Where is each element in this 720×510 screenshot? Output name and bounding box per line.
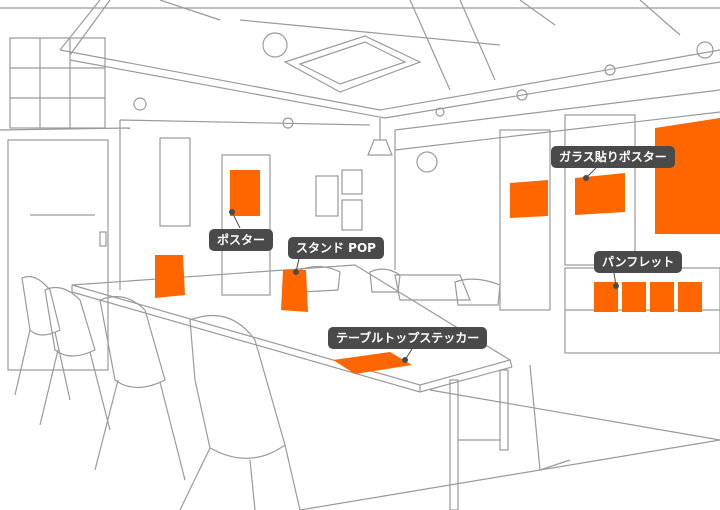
poster-label: ポスター (209, 229, 274, 251)
glass-poster-label: ガラス貼りポスター (551, 146, 675, 168)
pamphlet-2 (622, 282, 646, 312)
table-sticker (333, 352, 412, 374)
glass-poster-left (510, 180, 548, 218)
wall-poster (230, 170, 260, 216)
stand-pop-left (155, 255, 185, 298)
glass-poster-right (575, 173, 625, 215)
pamphlet-label: パンフレット (594, 251, 683, 273)
table-sticker-label: テーブルトップステッカー (328, 327, 488, 349)
pamphlet-3 (650, 282, 674, 312)
stand-pop-center (281, 270, 308, 312)
stand-pop-label: スタンド POP (288, 237, 384, 259)
pamphlet-4 (678, 282, 702, 312)
large-wall-poster (655, 118, 720, 234)
leader-lines (229, 167, 619, 363)
